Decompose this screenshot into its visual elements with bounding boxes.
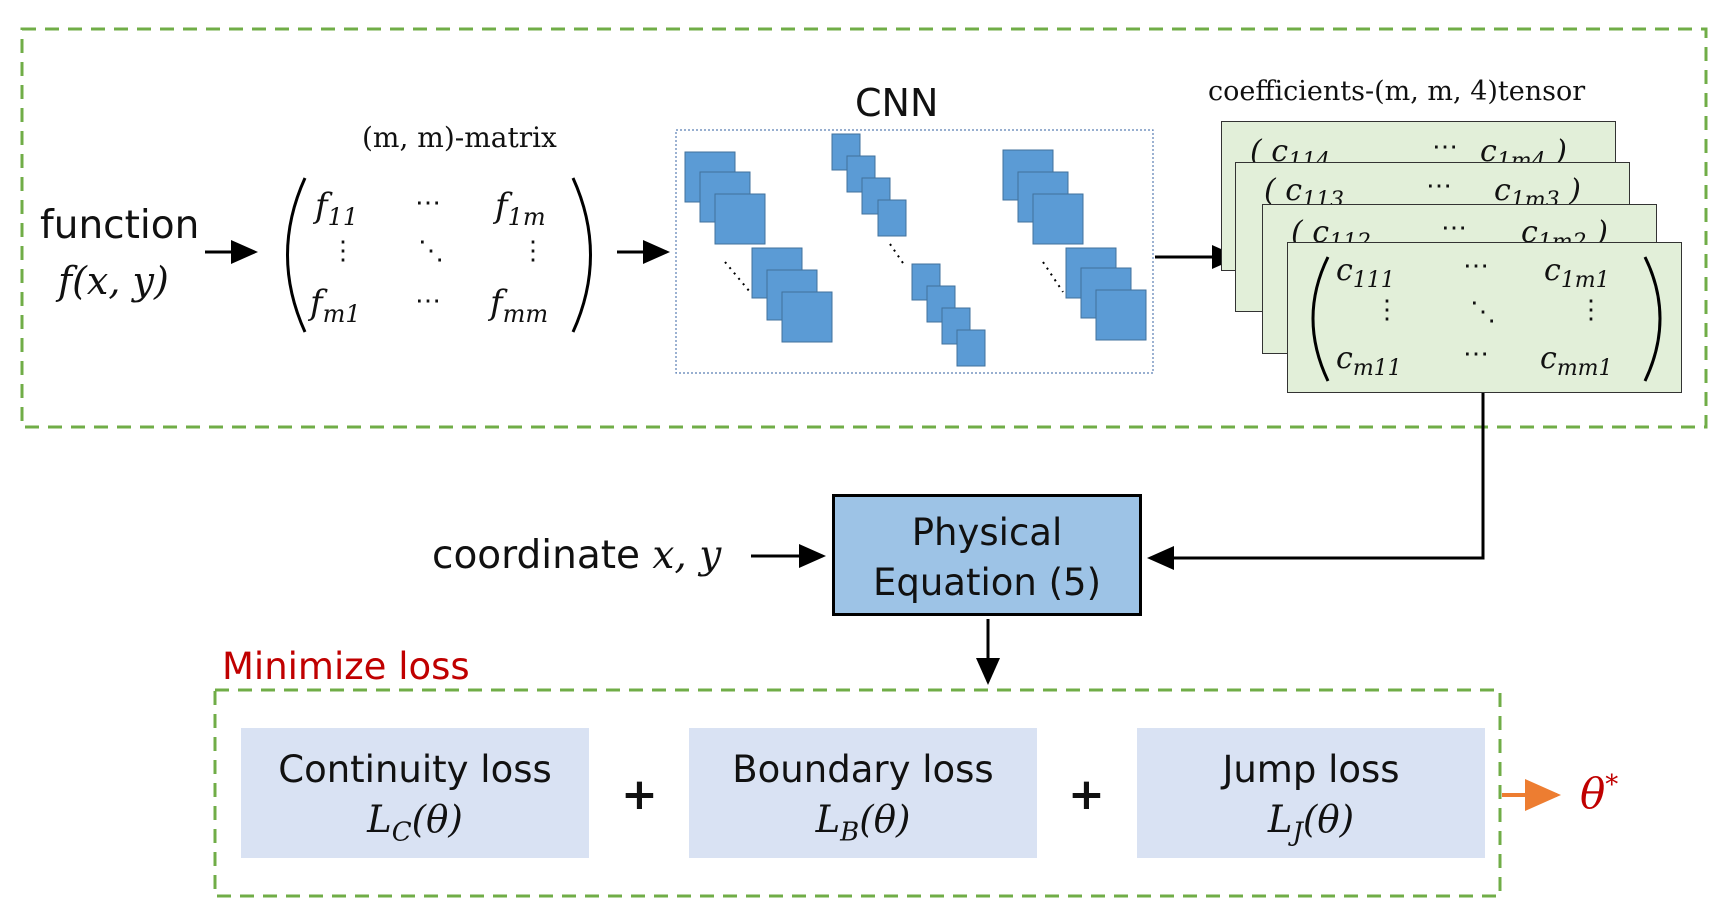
cnn-block-a-2: [714, 193, 766, 245]
c114-symbol: c: [1271, 134, 1289, 169]
lc-symbol: L: [367, 798, 392, 841]
fmm-symbol: f: [490, 283, 503, 323]
c112-symbol: c: [1312, 215, 1330, 250]
loss-dashed-frame: [213, 688, 1502, 898]
c113-symbol: c: [1285, 173, 1303, 208]
tensor-front-ddots: ⋱: [1470, 297, 1496, 327]
plus-sign-1: +: [621, 769, 658, 820]
fm1-subscript: m1: [322, 299, 361, 328]
matrix-f11: f11: [315, 186, 358, 231]
tensor-front-hdots-top: ⋯: [1463, 251, 1489, 281]
f1m-subscript: 1m: [507, 202, 546, 231]
fm1-symbol: f: [310, 283, 323, 323]
cnn-block-e-2: [1032, 193, 1084, 245]
lj-subscript: J: [1292, 817, 1303, 848]
lb-argument: (θ): [859, 798, 911, 841]
cmm1-symbol: c: [1540, 341, 1557, 376]
f11-subscript: 11: [327, 202, 359, 231]
c1m3-symbol: c: [1494, 173, 1511, 208]
matrix-left-paren: [286, 177, 307, 333]
matrix-fmm: fmm: [490, 283, 548, 328]
boundary-loss-box: Boundary loss LB(θ): [689, 728, 1037, 858]
matrix-caption: (m, m)-matrix: [362, 121, 557, 154]
theta-star: θ*: [1580, 772, 1618, 815]
lj-argument: (θ): [1302, 798, 1355, 841]
cnn-block-d-0: [911, 263, 941, 301]
encoder-dashed-frame: [20, 27, 1708, 429]
cnn-dots-b: [889, 243, 906, 267]
c1m2-symbol: c: [1521, 215, 1538, 250]
lc-subscript: C: [391, 817, 412, 848]
tensor-front-vdots-right: ⋮: [1578, 295, 1604, 325]
tensor-c1m1: c1m1: [1544, 253, 1610, 293]
coordinate-word: coordinate: [432, 533, 641, 578]
jump-loss-box: Jump loss LJ(θ): [1137, 728, 1485, 858]
lb-subscript: B: [840, 817, 860, 848]
physical-line2: Equation (5): [872, 561, 1102, 604]
tensor-caption: coefficients-(m, m, 4)tensor: [1208, 76, 1586, 107]
physical-equation-box: Physical Equation (5): [832, 494, 1142, 616]
lj-symbol: L: [1267, 798, 1293, 841]
tensor-layer-4-hdots: ⋯: [1432, 132, 1458, 162]
cmm1-subscript: mm1: [1556, 356, 1613, 381]
tensor-layer-2-hdots: ⋯: [1441, 213, 1467, 243]
matrix-f1m: f1m: [495, 186, 546, 231]
cnn-block-f-2: [1095, 289, 1147, 341]
matrix-vdots-right: ⋮: [520, 236, 546, 266]
continuity-loss-box: Continuity loss LC(θ): [241, 728, 589, 858]
fmm-subscript: mm: [502, 299, 549, 328]
tensor-front-parens: [1311, 256, 1662, 382]
f11-symbol: f: [315, 186, 328, 226]
lc-argument: (θ): [411, 798, 463, 841]
c1m4-symbol: c: [1480, 134, 1497, 169]
c111-subscript: 111: [1352, 268, 1395, 293]
cnn-block-c-3: [877, 199, 907, 237]
function-word: function: [40, 203, 200, 248]
f1m-symbol: f: [495, 186, 508, 226]
theta-symbol: θ: [1580, 769, 1606, 818]
cnn-layers: [684, 133, 1147, 367]
coordinate-vars: x, y: [652, 533, 722, 578]
matrix-vdots-left: ⋮: [330, 236, 356, 266]
lb-symbol: L: [815, 798, 841, 841]
cnn-block-b-2: [781, 291, 833, 343]
minimize-loss-title: Minimize loss: [222, 645, 470, 688]
c111-symbol: c: [1336, 253, 1353, 288]
cnn-block-d-3: [956, 329, 986, 367]
continuity-loss-name: Continuity loss: [278, 748, 552, 791]
arrow-tensor-to-physical: [1147, 390, 1485, 570]
cnn-dots-c: [1042, 261, 1064, 293]
continuity-loss-symbol: LC(θ): [241, 798, 589, 847]
cnn-dots-a: [724, 261, 751, 293]
boundary-loss-symbol: LB(θ): [689, 798, 1037, 847]
tensor-front-vdots-left: ⋮: [1374, 295, 1400, 325]
cnn-title: CNN: [855, 81, 939, 125]
jump-loss-name: Jump loss: [1222, 748, 1400, 791]
matrix-hdots-bottom: ⋯: [415, 286, 441, 316]
cm11-subscript: m11: [1352, 356, 1402, 381]
matrix-hdots-top: ⋯: [415, 188, 441, 218]
c1m1-symbol: c: [1544, 253, 1561, 288]
matrix-fm1: fm1: [310, 283, 361, 328]
function-expression: f(x, y): [58, 259, 169, 303]
theta-superscript: *: [1605, 770, 1619, 800]
matrix-ddots: ⋱: [418, 236, 444, 266]
matrix-right-paren: [571, 177, 592, 333]
tensor-layer-3-hdots: ⋯: [1426, 171, 1452, 201]
boundary-loss-name: Boundary loss: [732, 748, 994, 791]
cm11-symbol: c: [1336, 341, 1353, 376]
jump-loss-symbol: LJ(θ): [1137, 798, 1485, 847]
coordinate-label: coordinate x, y: [432, 536, 721, 575]
tensor-layer-1: c111 ⋯ c1m1 ⋮ ⋱ ⋮ cm11 ⋯ cmm1: [1287, 242, 1682, 393]
tensor-c111: c111: [1336, 253, 1395, 293]
tensor-cmm1: cmm1: [1540, 341, 1613, 381]
plus-sign-2: +: [1068, 769, 1105, 820]
physical-line1: Physical: [911, 511, 1063, 554]
c1m1-subscript: 1m1: [1560, 268, 1610, 293]
tensor-cm11: cm11: [1336, 341, 1402, 381]
tensor-front-hdots-bottom: ⋯: [1463, 339, 1489, 369]
